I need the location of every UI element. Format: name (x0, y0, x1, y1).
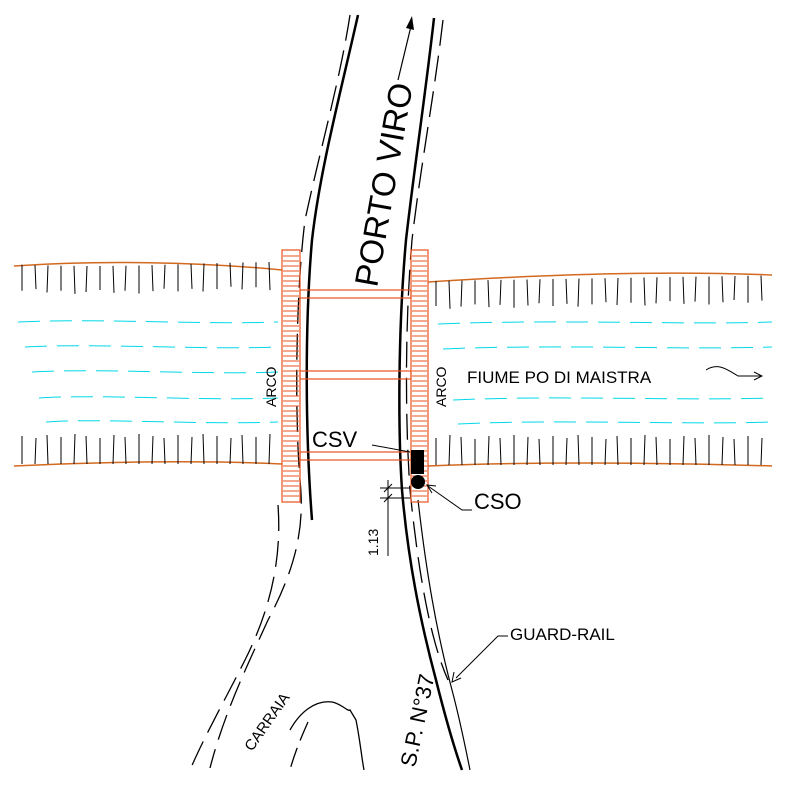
arch-label-right: ARCO (433, 366, 449, 407)
csv-label: CSV (312, 427, 358, 452)
carraia-edge-dashed (189, 504, 280, 771)
bridge-arch-hatching (283, 255, 427, 497)
road-edge-right-dashed (405, 19, 449, 681)
csv-leader (371, 444, 411, 453)
guard-rail-arrow (451, 671, 462, 683)
road-centre-line-right (398, 17, 464, 771)
dimension-label: 1.13 (365, 529, 381, 556)
bridge-beam-top (299, 289, 412, 299)
road-guard-rail-line (417, 499, 471, 771)
road-edge-left-dashed (209, 14, 351, 769)
carraia-label: CARRAIA (241, 690, 293, 754)
cso-marker (411, 475, 425, 489)
bank-hatching-north (21, 262, 763, 309)
cso-leader-arrow (426, 484, 437, 494)
bank-hatching-south (21, 433, 763, 466)
river-name-label: FIUME PO DI MAISTRA (467, 368, 652, 387)
bridge-structure (281, 249, 429, 503)
direction-arrow-shaft (397, 21, 413, 81)
river-flow-arrowhead (753, 371, 764, 381)
road-code-label: S.P. N°37 (395, 672, 439, 769)
dimension-1-13 (380, 480, 410, 556)
road-name-label: PORTO VIRO (347, 80, 419, 289)
carraia-island-edge-2 (289, 721, 309, 771)
cso-label: CSO (474, 489, 522, 514)
guard-rail-label: GUARD-RAIL (510, 625, 615, 644)
bridge-beam-mid (299, 370, 412, 380)
csv-marker (411, 450, 424, 474)
cso-leader (427, 485, 472, 511)
arch-label-left: ARCO (263, 366, 279, 407)
direction-arrowhead (406, 16, 414, 30)
guard-rail-leader (455, 635, 508, 679)
river-bank-north (13, 261, 773, 283)
road-centre-line-left (305, 14, 360, 521)
river-bank-south (13, 461, 773, 467)
bridge-beam-bottom (299, 451, 412, 461)
river-water-lines (17, 320, 773, 425)
river-flow-arrow (705, 366, 762, 377)
carraia-island-edge (289, 701, 365, 771)
